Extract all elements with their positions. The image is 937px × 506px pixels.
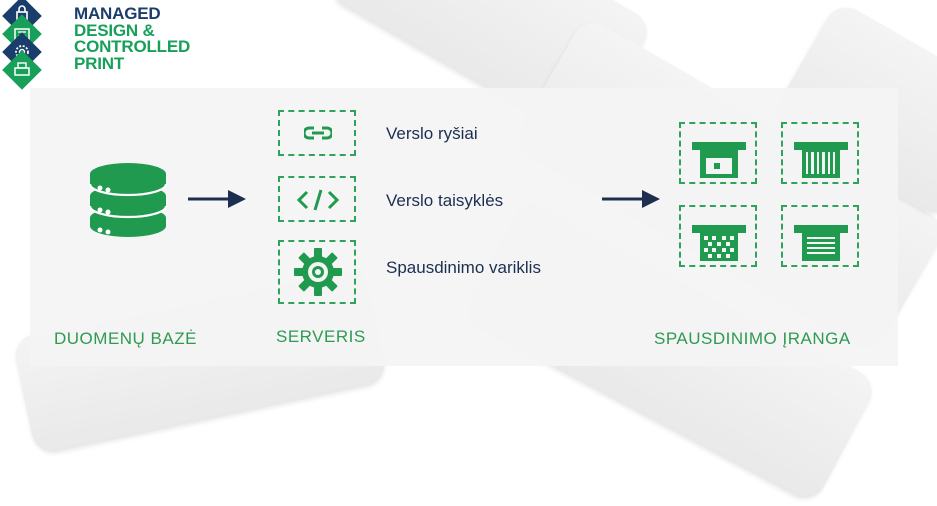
label-printer-icon	[692, 142, 746, 178]
logo: MANAGED DESIGN & CONTROLLED PRINT	[0, 0, 200, 90]
server-label: SERVERIS	[276, 327, 366, 346]
printer-box	[679, 122, 757, 184]
code-icon	[296, 189, 340, 211]
database-icon	[88, 163, 168, 237]
server-item-box	[278, 110, 356, 156]
server-item-label: Spausdinimo variklis	[386, 258, 541, 277]
link-icon	[304, 126, 332, 140]
diagram-panel	[30, 88, 898, 366]
gear-icon	[294, 248, 342, 296]
printer-box	[781, 122, 859, 184]
logo-line: DESIGN &	[74, 20, 155, 40]
database-label: DUOMENŲ BAZĖ	[54, 329, 197, 348]
logo-wordmark: MANAGED DESIGN & CONTROLLED PRINT	[74, 4, 191, 73]
arrow-right-icon	[188, 190, 246, 208]
printer-box	[781, 205, 859, 267]
document-printer-icon	[794, 225, 848, 261]
logo-line: MANAGED	[74, 4, 161, 23]
qr-printer-icon	[692, 225, 746, 261]
arrow-right-icon	[602, 190, 660, 208]
server-item-label: Verslo ryšiai	[386, 124, 478, 143]
logo-line: PRINT	[74, 53, 125, 73]
server-item-box	[278, 240, 356, 304]
printer-box	[679, 205, 757, 267]
server-item-box	[278, 176, 356, 222]
logo-mark-icon	[2, 0, 42, 90]
printing-equipment-label: SPAUSDINIMO ĮRANGA	[654, 329, 851, 348]
logo-line: CONTROLLED	[74, 37, 191, 56]
server-item-label: Verslo taisyklės	[386, 191, 504, 210]
barcode-printer-icon	[794, 142, 848, 178]
